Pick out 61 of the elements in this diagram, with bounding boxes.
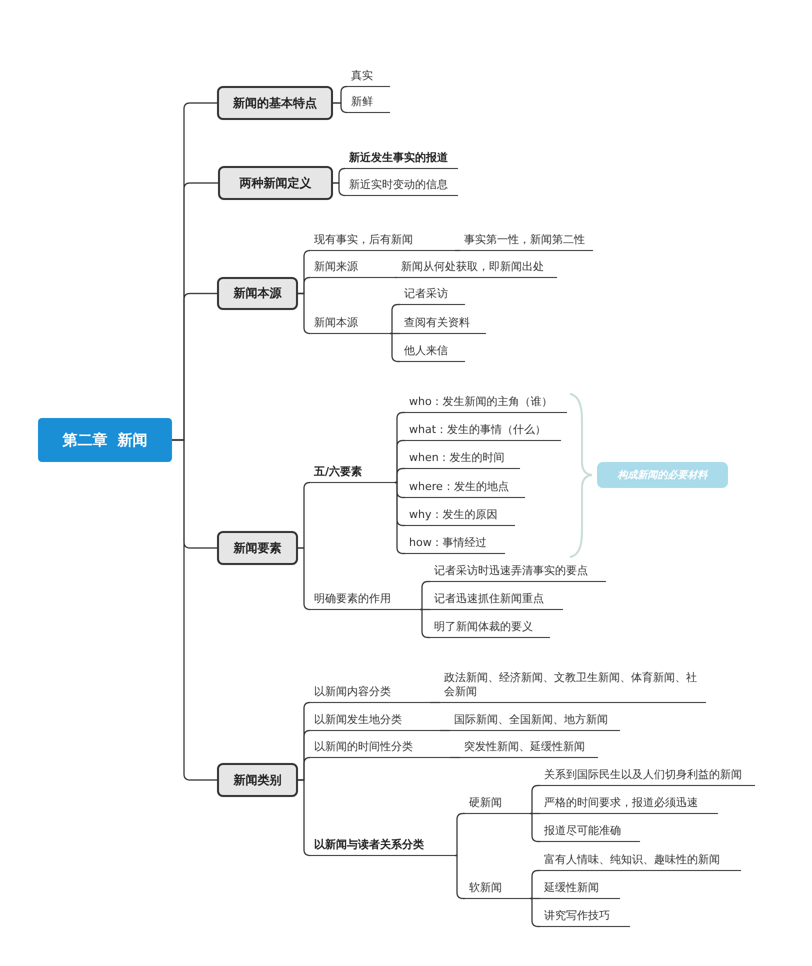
topic-text: 五/六要素 [310,463,395,483]
topic-text: how：事情经过 [405,534,505,554]
topic-text: 以新闻内容分类 [310,683,430,703]
topic-text: 延缓性新闻 [540,879,620,899]
topic-text: who：发生新闻的主角（谁） [405,393,567,413]
topic-text: 报道尽可能准确 [540,822,640,842]
topic-text: 现有事实，后有新闻 [310,231,455,251]
topic-text: where：发生的地点 [405,478,525,498]
topic-text: 新近实时变动的信息 [345,176,458,196]
topic-box: 新闻本源 [217,277,298,310]
topic-box: 新闻的基本特点 [217,86,333,120]
topic-text: what：发生的事情（什么） [405,421,561,441]
connector-line [333,102,348,114]
topic-text: 他人来信 [400,342,465,362]
topic-box: 新闻要素 [217,531,298,565]
connector-line [430,702,440,704]
topic-text: 软新闻 [465,879,530,899]
topic-text: 关系到国际民生以及人们切身利益的新闻 [540,766,755,786]
topic-text: 硬新闻 [465,794,530,814]
connector-line [172,439,217,781]
connector-line [298,779,311,856]
topic-text: 查阅有关资料 [400,314,486,334]
connector-line [455,250,460,252]
connector-line [450,756,460,758]
topic-text: 以新闻的时间性分类 [310,738,450,758]
connector-line [530,812,540,814]
topic-text: 记者采访 [400,285,465,305]
summary-callout: 构成新闻的必要材料 [597,462,728,488]
topic-text: when：发生的时间 [405,449,520,469]
topic-box: 第二章 新闻 [38,418,172,462]
topic-text: 明了新闻体裁的要义 [430,618,550,638]
topic-text: 新闻本源 [310,314,390,334]
topic-text: 记者迅速抓住新闻重点 [430,590,563,610]
connector-line [390,332,400,334]
topic-text: 记者采访时迅速弄清事实的要点 [430,562,606,582]
topic-box: 新闻类别 [217,763,298,797]
connector-line [440,730,450,732]
connector-line [530,898,540,900]
topic-text: 真实 [347,67,390,87]
topic-text: 新闻来源 [310,258,395,278]
topic-text: 明确要素的作用 [310,590,420,610]
topic-text: 新近发生事实的报道 [345,149,458,169]
topic-text: 国际新闻、全国新闻、地方新闻 [450,711,620,731]
topic-text: 讲究写作技巧 [540,907,630,927]
topic-text: 富有人情味、纯知识、趣味性的新闻 [540,851,741,871]
topic-text: 事实第一性，新闻第二性 [460,231,593,251]
topic-text: 突发性新闻、延缓性新闻 [460,738,598,758]
topic-text: 以新闻与读者关系分类 [310,836,455,856]
topic-text: 新鲜 [347,93,390,113]
topic-text: 新闻从何处获取，即新闻出处 [397,258,557,278]
topic-text: 严格的时间要求，报道必须迅速 [540,794,718,814]
connector-line [395,468,405,484]
topic-text: 以新闻发生地分类 [310,711,440,731]
connector-line [420,608,430,610]
topic-box: 两种新闻定义 [218,166,333,200]
topic-text: 政法新闻、经济新闻、文教卫生新闻、体育新闻、社会新闻 [440,669,706,703]
connector-line [298,292,311,334]
connector-line [333,182,346,196]
topic-text: why：发生的原因 [405,506,515,526]
connector-line [298,547,311,610]
connector-line [395,276,397,278]
